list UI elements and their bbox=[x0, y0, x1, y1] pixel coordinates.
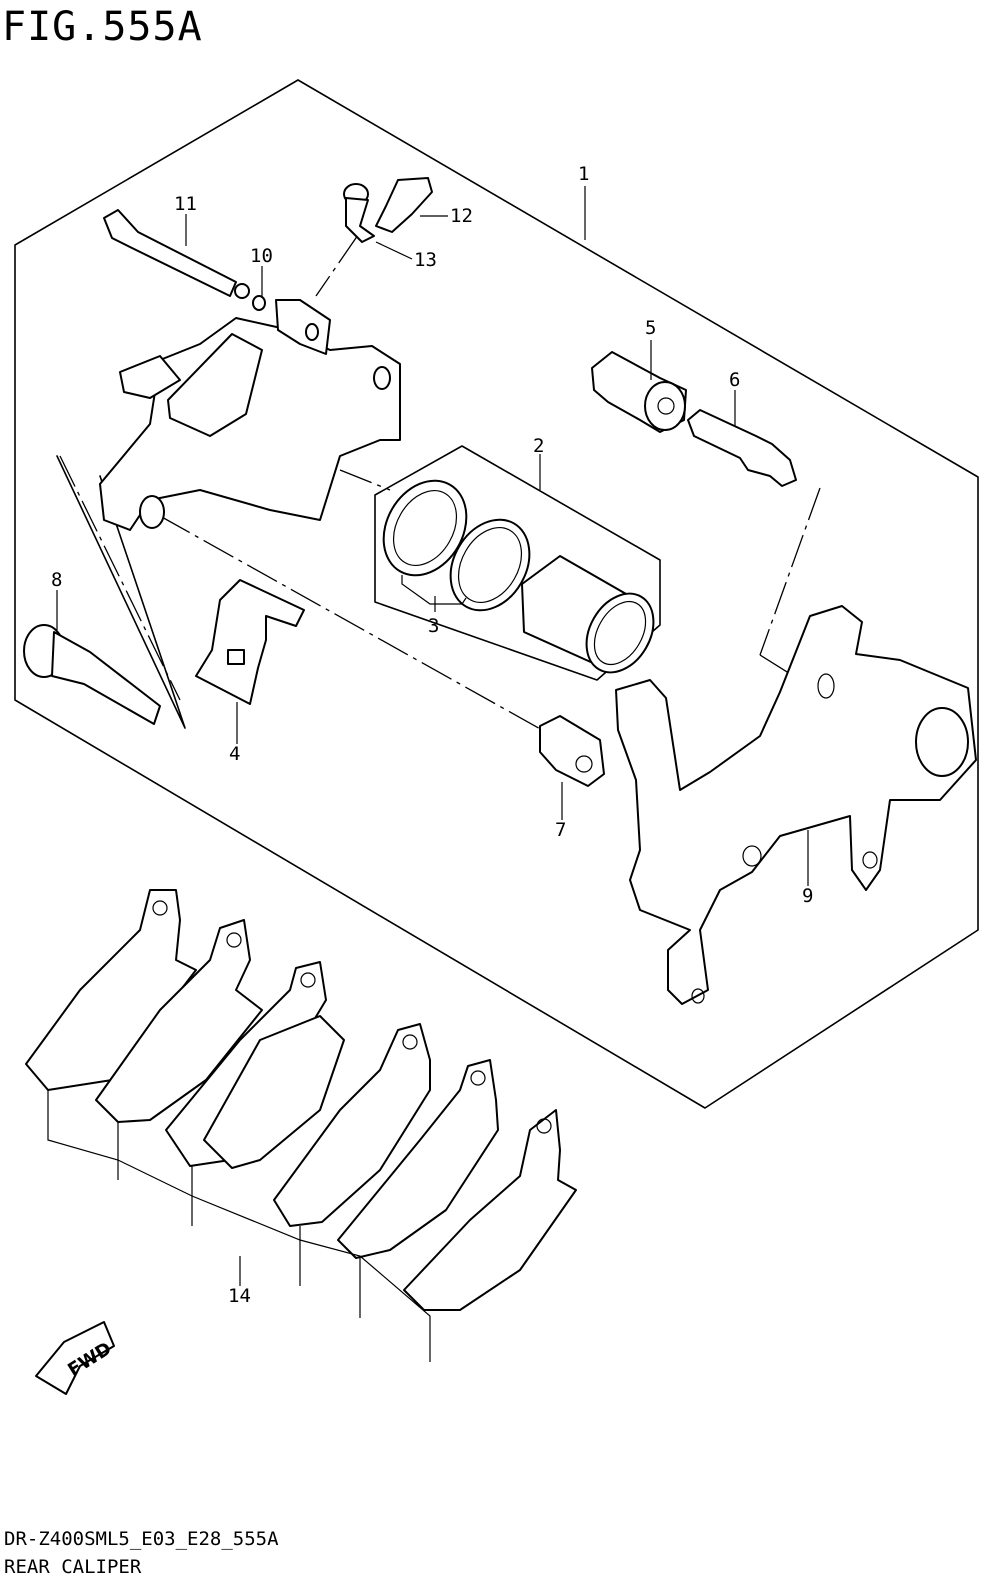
callout-10: 10 bbox=[250, 245, 273, 267]
piston-2 bbox=[521, 555, 655, 674]
bleeder-fitting-13 bbox=[343, 183, 375, 243]
callout-7: 7 bbox=[555, 819, 566, 841]
callout-4: 4 bbox=[229, 743, 240, 765]
axis-line bbox=[759, 654, 801, 681]
piston-group-box bbox=[374, 445, 661, 681]
axis-line bbox=[59, 455, 181, 701]
seal-ring-3b bbox=[449, 518, 531, 612]
callout-12: 12 bbox=[450, 205, 473, 227]
axis-line bbox=[339, 469, 391, 491]
figure-name: REAR CALIPER bbox=[4, 1556, 142, 1578]
model-code: DR-Z400SML5_E03_E28_555A bbox=[4, 1528, 279, 1550]
callout-leaders bbox=[56, 186, 809, 1286]
axis-line bbox=[159, 515, 561, 741]
bleeder-screw-12 bbox=[375, 177, 433, 233]
boot-7 bbox=[539, 715, 605, 787]
figure-title: FIG.555A bbox=[2, 4, 203, 50]
callout-5: 5 bbox=[645, 317, 656, 339]
assembly-outline bbox=[14, 79, 979, 1109]
callout-3: 3 bbox=[428, 615, 439, 637]
slide-pin-6 bbox=[687, 409, 797, 487]
callout-14: 14 bbox=[228, 1285, 251, 1307]
bolt-11 bbox=[103, 209, 250, 299]
slide-pin-8 bbox=[23, 624, 161, 725]
caliper-bracket-9 bbox=[615, 605, 977, 1005]
callout-11: 11 bbox=[174, 193, 197, 215]
axis-line bbox=[759, 487, 821, 656]
caliper-body bbox=[99, 299, 401, 531]
callout-2: 2 bbox=[533, 435, 544, 457]
washer-10 bbox=[252, 295, 266, 311]
callout-1: 1 bbox=[578, 163, 589, 185]
callout-13: 13 bbox=[414, 249, 437, 271]
pad-spring-4 bbox=[195, 579, 305, 705]
callout-8: 8 bbox=[51, 569, 62, 591]
callout-6: 6 bbox=[729, 369, 740, 391]
fwd-arrow-icon: FWD bbox=[35, 1321, 115, 1395]
axis-line bbox=[315, 234, 359, 297]
brake-pads-14 bbox=[25, 889, 577, 1362]
callout-9: 9 bbox=[802, 885, 813, 907]
boot-5 bbox=[591, 351, 687, 433]
pin-group-box bbox=[56, 455, 186, 729]
